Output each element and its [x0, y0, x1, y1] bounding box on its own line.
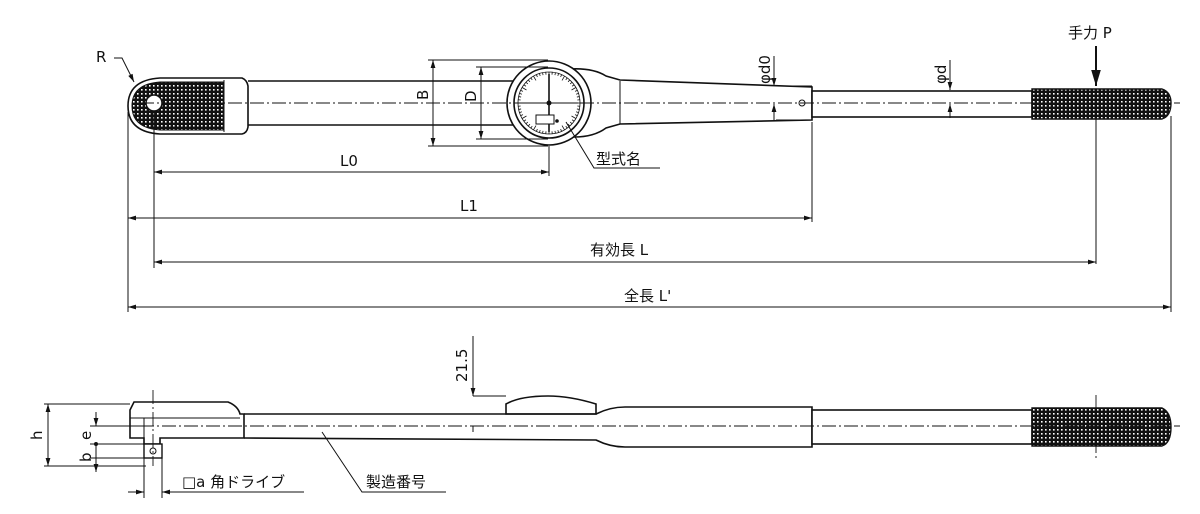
label-overall-length: 全長 L'	[624, 287, 671, 305]
label-l1: L1	[460, 197, 478, 215]
dial-tick	[561, 75, 565, 81]
label-phi-d0: φd0	[756, 55, 774, 84]
dial-tick	[561, 125, 565, 131]
top-view: R 手力 P φd0 φd B D 型式名	[96, 24, 1180, 312]
label-b-lower: b	[77, 452, 95, 462]
label-b-upper: B	[414, 90, 432, 100]
dial-tick	[539, 73, 541, 77]
dial-tick	[525, 121, 529, 125]
head-grip	[131, 81, 225, 131]
dial-tick	[569, 121, 573, 125]
dial-tick	[557, 129, 559, 133]
label-e: e	[77, 431, 95, 440]
dial-tick	[569, 81, 573, 85]
side-head	[129, 401, 245, 445]
dial-tick	[554, 130, 556, 134]
dial-tick	[518, 108, 522, 110]
dial-tick	[542, 130, 544, 134]
dial-tick	[576, 96, 580, 98]
side-beam	[243, 406, 813, 448]
label-effective-length: 有効長 L	[590, 241, 649, 259]
dial-tick	[536, 74, 538, 78]
label-phi-d: φd	[932, 65, 950, 84]
label-r: R	[96, 48, 106, 66]
dial-tick	[525, 81, 529, 85]
side-extension-tube	[811, 409, 1033, 445]
label-model: 型式名	[596, 150, 641, 168]
dial-tick	[571, 87, 577, 91]
dial-tick	[530, 77, 533, 81]
extension-tube	[811, 90, 1033, 118]
dial-tick	[542, 72, 544, 76]
dial-tick	[520, 90, 524, 92]
label-d-upper: D	[462, 90, 480, 102]
dial-tick	[571, 119, 575, 122]
dial-tick	[523, 84, 527, 87]
side-grip	[1031, 407, 1172, 447]
label-square-drive: □a 角ドライブ	[182, 473, 285, 491]
dial-tick	[571, 115, 577, 119]
label-l0: L0	[340, 152, 358, 170]
dial-tick	[527, 123, 531, 127]
dial-tick	[554, 72, 556, 76]
dial-tick	[567, 79, 571, 83]
dial-tick	[565, 125, 568, 129]
dial-tick	[576, 108, 580, 110]
label-h: h	[28, 430, 46, 440]
dial-tick	[567, 123, 571, 127]
side-view: 21.5 h e b □a 角ドライブ 製造番号	[28, 336, 1180, 498]
dial-tick	[574, 90, 578, 92]
dial-tick	[565, 77, 568, 81]
head-outline	[127, 77, 249, 135]
dial-tick	[521, 87, 527, 91]
dial-tick	[533, 75, 537, 81]
dial-tick	[519, 111, 523, 113]
dial-tick	[575, 93, 579, 95]
label-force: 手力 P	[1068, 24, 1112, 42]
label-21-5: 21.5	[453, 349, 471, 382]
dial-tick	[527, 79, 531, 83]
grip	[1031, 88, 1172, 120]
dial-tick	[575, 111, 579, 113]
dial-tick	[533, 125, 537, 131]
dial-tick	[520, 114, 524, 116]
dial-tick	[539, 129, 541, 133]
dial-tick	[557, 73, 559, 77]
dial-tick	[523, 119, 527, 122]
dial-tick	[560, 74, 562, 78]
dial-tick	[560, 128, 562, 132]
side-dial-cover	[505, 395, 597, 415]
dial-tick	[530, 125, 533, 129]
dial-tick	[521, 115, 527, 119]
dial-tick	[536, 128, 538, 132]
dial-tick	[571, 84, 575, 87]
label-serial: 製造番号	[366, 473, 426, 491]
dial-tick	[519, 93, 523, 95]
dial-tick	[574, 114, 578, 116]
dial-tick	[518, 96, 522, 98]
